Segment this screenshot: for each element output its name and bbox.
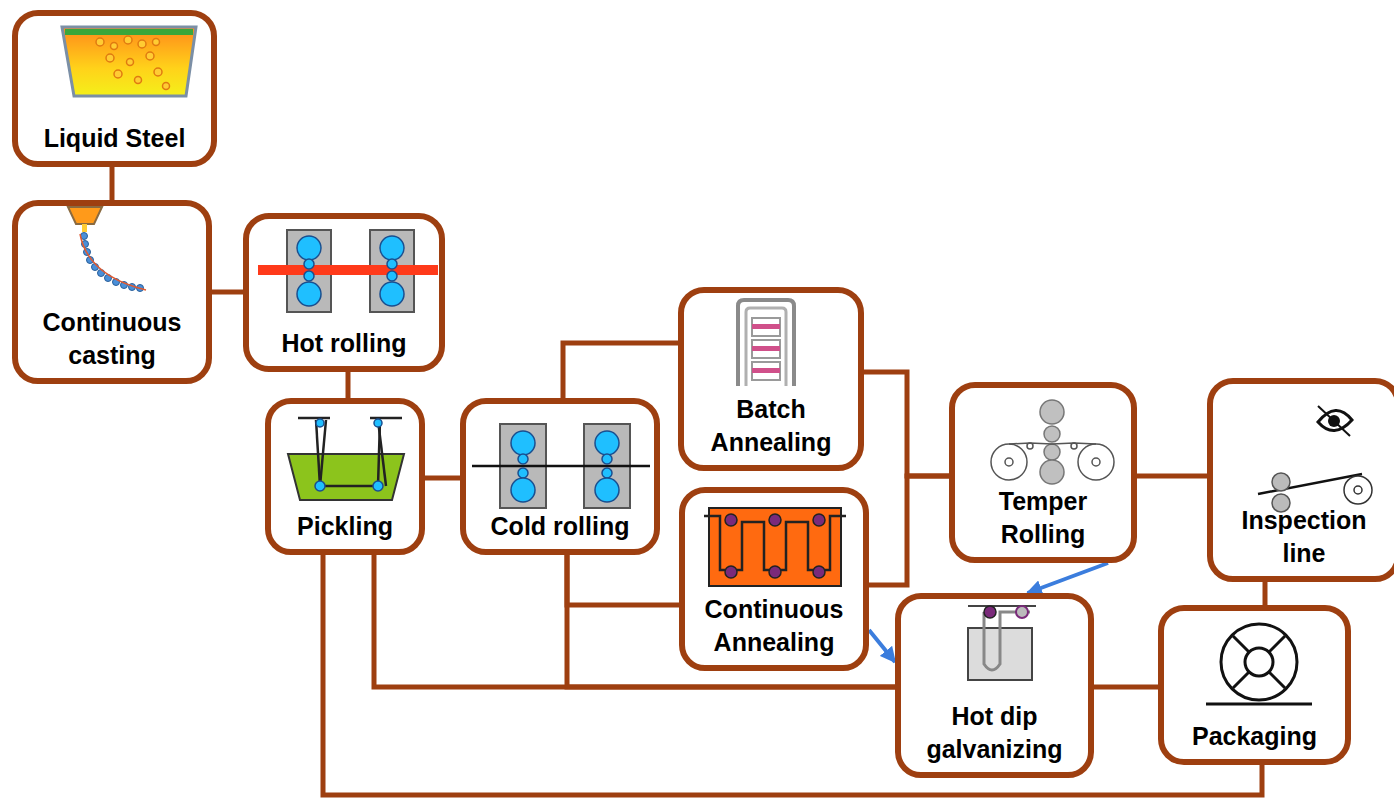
flow-line [110, 167, 115, 200]
process-box: Temper Rolling [949, 382, 1137, 563]
annealing-furnace-icon [704, 508, 846, 586]
process-label: Cold rolling [485, 510, 636, 550]
flow-line [425, 476, 460, 481]
process-label: Liquid Steel [38, 122, 192, 162]
flow-arrow [1028, 563, 1109, 593]
flow-line [212, 290, 243, 295]
process-label: Continuous casting [18, 306, 206, 378]
process-label: Hot dip galvanizing [901, 700, 1088, 772]
flow-line [346, 372, 351, 398]
coil-package-icon [1206, 624, 1312, 704]
process-box: Continuous casting [12, 200, 212, 384]
process-box: Liquid Steel [12, 10, 217, 167]
hot-mill-icon [258, 230, 438, 312]
process-label: Temper Rolling [955, 485, 1131, 557]
batch-furnace-icon [738, 300, 794, 386]
inspection-icon [1258, 406, 1372, 512]
flow-line [1263, 582, 1268, 605]
ladle-icon [62, 27, 196, 96]
process-box: Packaging [1158, 605, 1351, 765]
process-label: Hot rolling [276, 327, 413, 367]
process-label: Packaging [1186, 720, 1323, 760]
process-box: Hot dip galvanizing [895, 593, 1094, 778]
cold-mill-icon [472, 424, 650, 508]
flow-line [567, 555, 679, 605]
process-box: Hot rolling [243, 213, 445, 372]
flow-line [563, 343, 678, 398]
process-box: Cold rolling [460, 398, 660, 555]
temper-mill-icon [991, 400, 1114, 484]
caster-icon [68, 207, 146, 292]
process-box: Pickling [265, 398, 425, 555]
flow-arrow [869, 630, 895, 662]
process-box: Continuous Annealing [679, 487, 869, 671]
process-box: Inspection line [1207, 378, 1394, 582]
process-label: Batch Annealing [684, 393, 858, 465]
zinc-bath-icon [968, 606, 1036, 680]
flow-line [1094, 685, 1158, 690]
process-box: Batch Annealing [678, 287, 864, 471]
process-label: Inspection line [1213, 504, 1394, 576]
flow-line [1137, 474, 1207, 479]
process-label: Continuous Annealing [685, 593, 863, 665]
process-label: Pickling [291, 510, 399, 550]
flow-line [869, 476, 949, 585]
pickling-tank-icon [288, 418, 404, 500]
flow-line [864, 372, 949, 476]
